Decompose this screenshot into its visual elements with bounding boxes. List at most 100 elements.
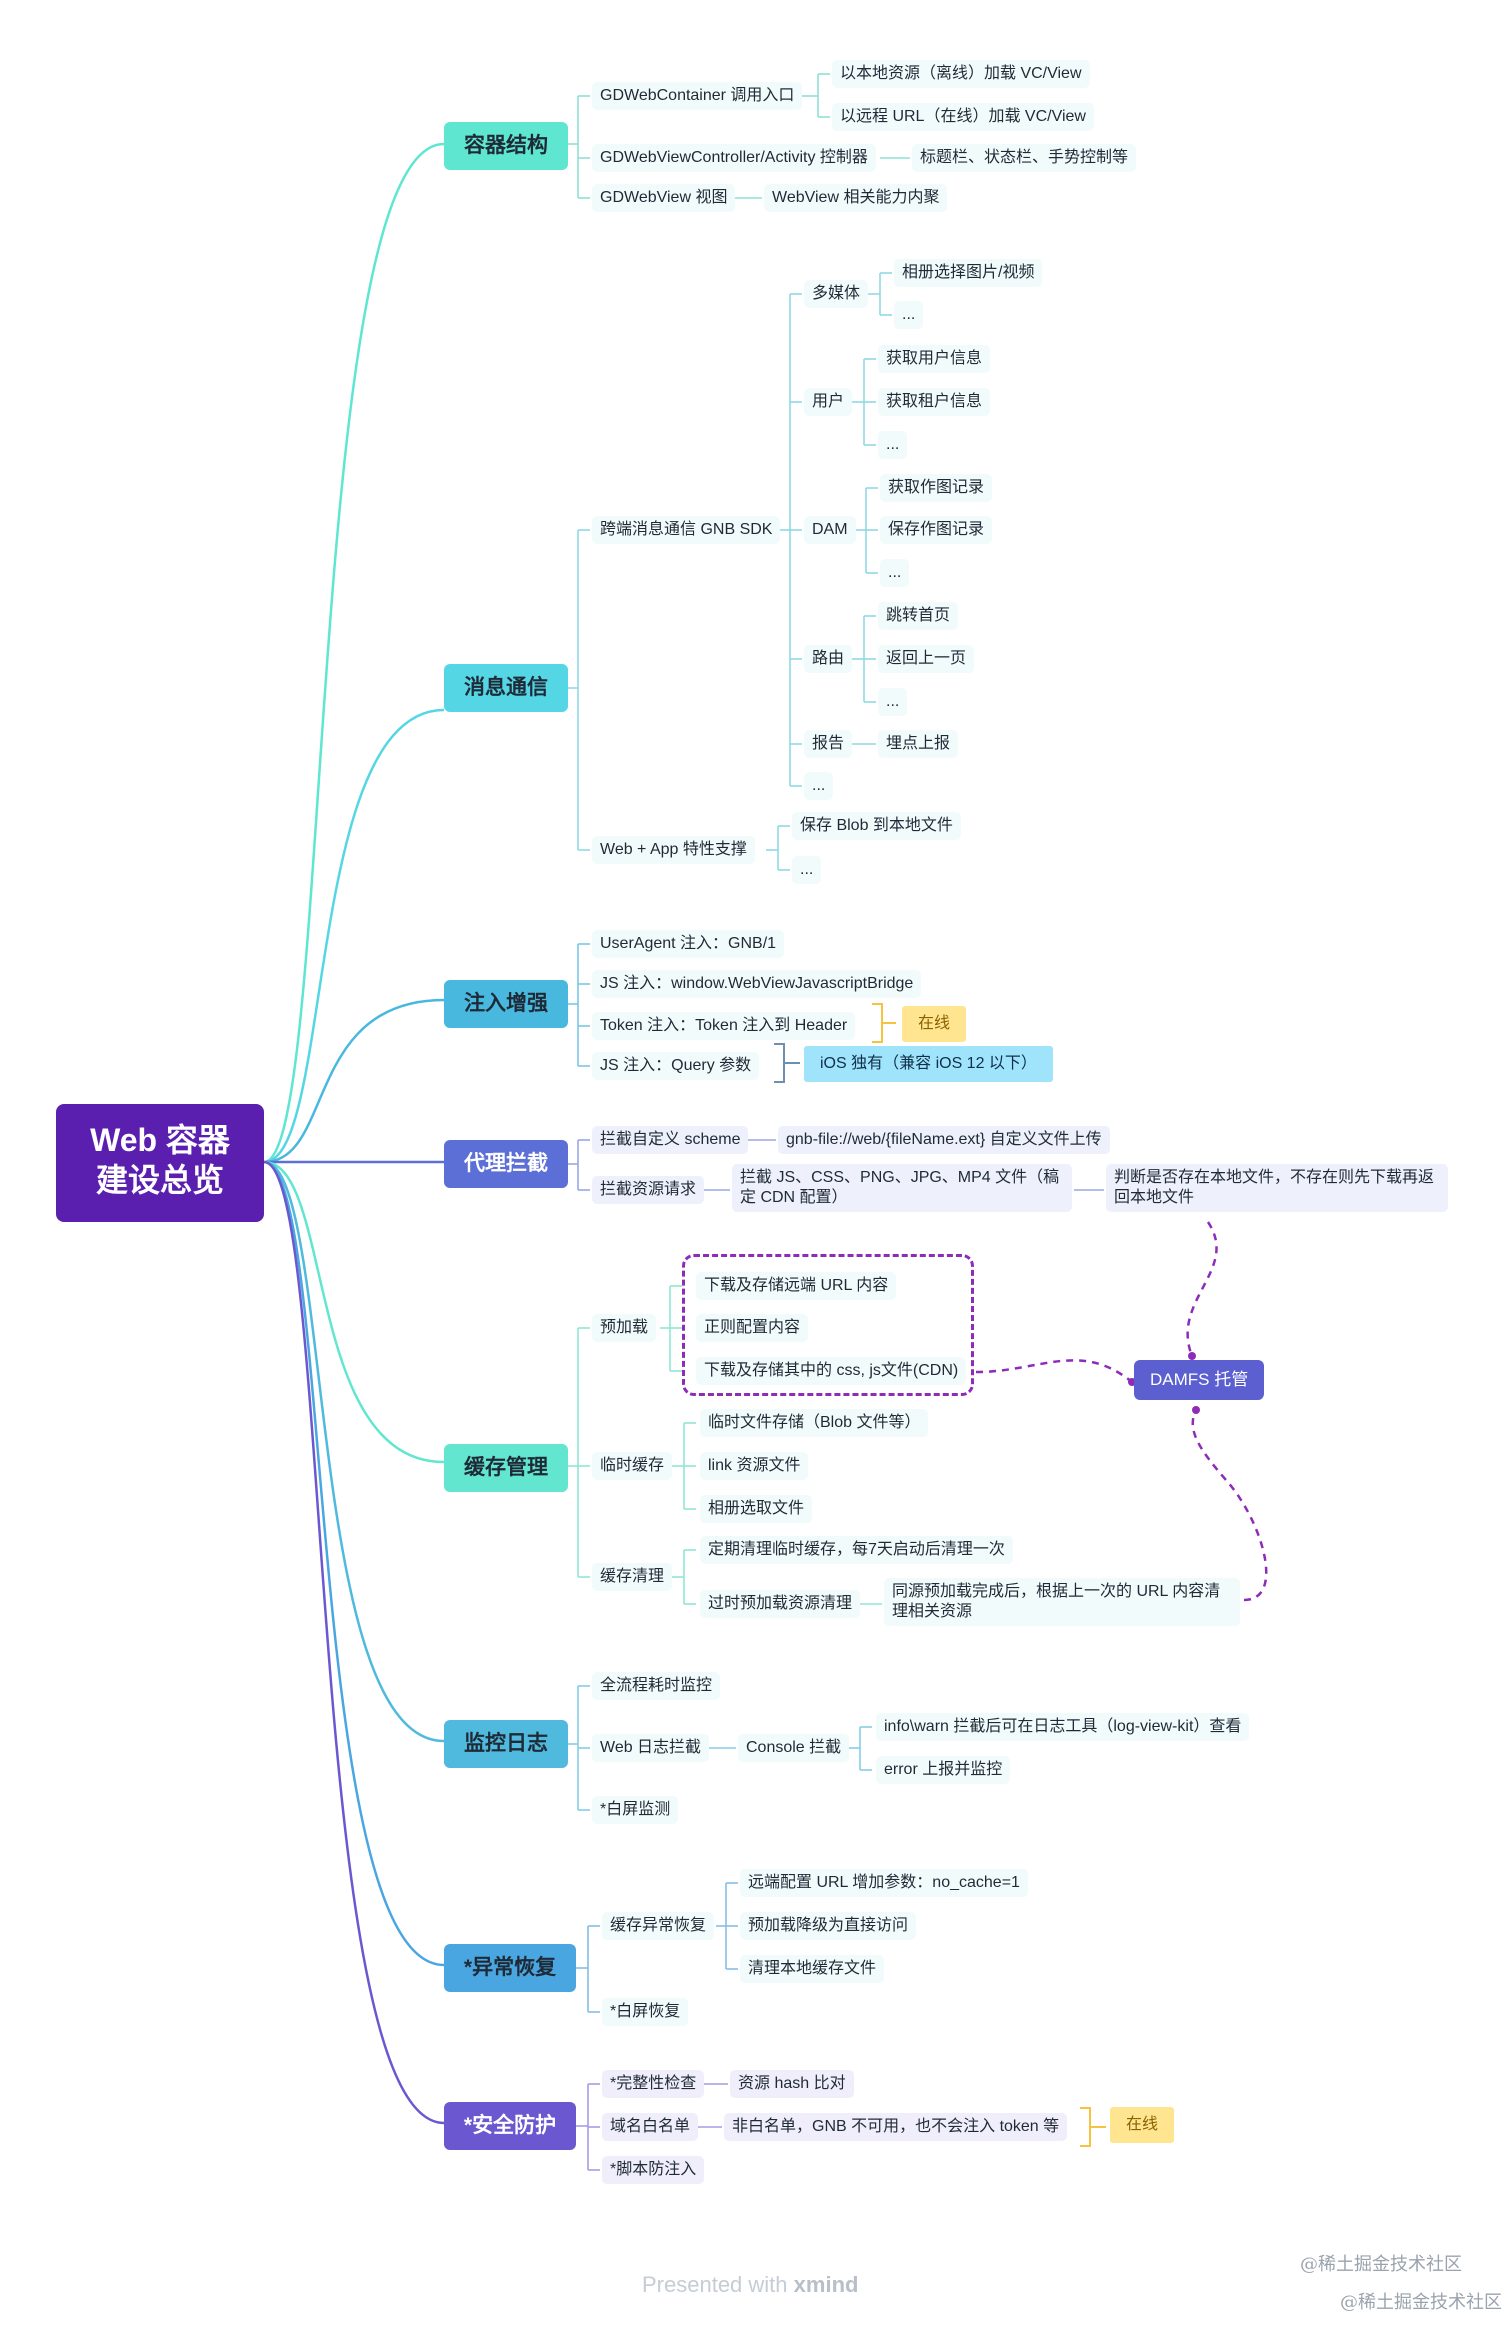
watermark-2: @稀土掘金技术社区 [1340, 2292, 1502, 2313]
node-script-inject[interactable]: *脚本防注入 [602, 2156, 705, 2184]
node-preload-3[interactable]: 下载及存储其中的 css, js文件(CDN) [696, 1357, 967, 1385]
branch-security[interactable]: *安全防护 [444, 2102, 576, 2150]
branch-container[interactable]: 容器结构 [444, 122, 568, 170]
node-preload-2[interactable]: 正则配置内容 [696, 1314, 809, 1342]
node-gdwebview[interactable]: GDWebView 视图 [592, 184, 736, 212]
root-connector-1 [263, 708, 445, 1164]
node-white-recovery[interactable]: *白屏恢复 [602, 1998, 689, 2026]
branch-cache[interactable]: 缓存管理 [444, 1444, 568, 1492]
branch-monitor[interactable]: 监控日志 [444, 1720, 568, 1768]
node-scheme[interactable]: 拦截自定义 scheme [592, 1126, 749, 1154]
node-integrity[interactable]: *完整性检查 [602, 2070, 705, 2098]
presented-with-footer: Presented with xmind [642, 2272, 858, 2298]
branch-proxy[interactable]: 代理拦截 [444, 1140, 568, 1188]
node-whitelist[interactable]: 域名白名单 [602, 2113, 699, 2141]
node-console-2[interactable]: error 上报并监控 [876, 1756, 1011, 1784]
online-badge: 在线 [902, 1006, 967, 1042]
node-webview-leaf[interactable]: WebView 相关能力内聚 [764, 184, 948, 212]
node-white-monitor[interactable]: *白屏监测 [592, 1796, 679, 1824]
node-integrity-leaf[interactable]: 资源 hash 比对 [730, 2070, 854, 2098]
node-scheme-leaf[interactable]: gnb-file://web/{fileName.ext} 自定义文件上传 [778, 1126, 1110, 1154]
node-route-1[interactable]: 跳转首页 [878, 602, 959, 630]
node-cache-err-3[interactable]: 清理本地缓存文件 [740, 1955, 885, 1983]
node-webapp[interactable]: Web + App 特性支撑 [592, 836, 755, 864]
root-node[interactable]: Web 容器 建设总览 [56, 1104, 264, 1222]
token-brace [872, 1003, 896, 1043]
damfs-arrow-1 [1188, 1352, 1196, 1360]
node-request-leaf[interactable]: 拦截 JS、CSS、PNG、JPG、MP4 文件（稿定 CDN 配置） [732, 1164, 1072, 1212]
root-connector-7 [263, 1160, 445, 2125]
node-gdwebcontainer[interactable]: GDWebContainer 调用入口 [592, 82, 803, 110]
node-user-3[interactable]: ... [878, 431, 908, 459]
node-gnb-sdk[interactable]: 跨端消息通信 GNB SDK [592, 516, 781, 544]
node-clean-2[interactable]: 过时预加载资源清理 [700, 1590, 861, 1618]
node-route[interactable]: 路由 [804, 645, 853, 673]
node-dam-2[interactable]: 保存作图记录 [880, 516, 993, 544]
node-whitelist-leaf[interactable]: 非白名单，GNB 不可用，也不会注入 token 等 [724, 2113, 1068, 2141]
online-badge-security: 在线 [1110, 2107, 1175, 2143]
node-sdk-more[interactable]: ... [804, 772, 834, 800]
node-console[interactable]: Console 拦截 [738, 1734, 850, 1762]
node-js-inject[interactable]: JS 注入：window.WebViewJavascriptBridge [592, 970, 922, 998]
node-local-load[interactable]: 以本地资源（离线）加载 VC/View [832, 60, 1090, 88]
root-connector-4 [263, 1160, 445, 1464]
damfs-node[interactable]: DAMFS 托管 [1134, 1360, 1265, 1400]
node-cache-err-2[interactable]: 预加载降级为直接访问 [740, 1912, 917, 1940]
node-remote-load[interactable]: 以远程 URL（在线）加载 VC/View [832, 103, 1094, 131]
node-request-leaf2[interactable]: 判断是否存在本地文件，不存在则先下载再返回本地文件 [1106, 1164, 1448, 1212]
node-controller[interactable]: GDWebViewController/Activity 控制器 [592, 144, 876, 172]
node-dam[interactable]: DAM [804, 516, 856, 544]
node-dam-3[interactable]: ... [880, 559, 910, 587]
node-media-1[interactable]: 相册选择图片/视频 [894, 259, 1043, 287]
node-preload-1[interactable]: 下载及存储远端 URL 内容 [696, 1272, 897, 1300]
clean-to-damfs [1191, 1409, 1268, 1602]
node-full-monitor[interactable]: 全流程耗时监控 [592, 1672, 721, 1700]
node-token-inject[interactable]: Token 注入：Token 注入到 Header [592, 1012, 856, 1040]
damfs-arrow-2 [1192, 1406, 1200, 1414]
node-ua-inject[interactable]: UserAgent 注入：GNB/1 [592, 930, 785, 958]
branch-inject[interactable]: 注入增强 [444, 980, 568, 1028]
ios-only-badge: iOS 独有（兼容 iOS 12 以下） [804, 1046, 1053, 1082]
node-webapp-2[interactable]: ... [792, 856, 822, 884]
node-media-2[interactable]: ... [894, 301, 924, 329]
root-connector-2 [263, 998, 445, 1164]
node-cache-clean[interactable]: 缓存清理 [592, 1563, 673, 1591]
watermark-1: @稀土掘金技术社区 [1300, 2254, 1462, 2275]
preload-dashed-box [682, 1254, 974, 1396]
node-clean-2-leaf[interactable]: 同源预加载完成后，根据上一次的 URL 内容清理相关资源 [884, 1578, 1240, 1626]
branch-recovery[interactable]: *异常恢复 [444, 1944, 576, 1992]
node-report-1[interactable]: 埋点上报 [878, 730, 959, 758]
root-connector-6 [263, 1160, 445, 1967]
xmind-logo: xmind [793, 2272, 859, 2297]
branch-message[interactable]: 消息通信 [444, 664, 568, 712]
node-cache-err[interactable]: 缓存异常恢复 [602, 1912, 715, 1940]
node-media[interactable]: 多媒体 [804, 280, 869, 308]
root-title: Web 容器 建设总览 [90, 1122, 230, 1198]
node-clean-1[interactable]: 定期清理临时缓存，每7天启动后清理一次 [700, 1536, 1013, 1564]
request-to-damfs [1186, 1221, 1218, 1357]
node-route-2[interactable]: 返回上一页 [878, 645, 975, 673]
node-controller-leaf[interactable]: 标题栏、状态栏、手势控制等 [912, 144, 1137, 172]
node-webapp-1[interactable]: 保存 Blob 到本地文件 [792, 812, 961, 840]
node-request[interactable]: 拦截资源请求 [592, 1176, 705, 1204]
node-query-inject[interactable]: JS 注入：Query 参数 [592, 1052, 760, 1080]
node-report[interactable]: 报告 [804, 730, 853, 758]
node-temp-3[interactable]: 相册选取文件 [700, 1495, 813, 1523]
node-console-1[interactable]: info\warn 拦截后可在日志工具（log-view-kit）查看 [876, 1713, 1250, 1741]
preload-to-damfs [975, 1359, 1133, 1383]
node-preload[interactable]: 预加载 [592, 1314, 657, 1342]
node-temp-2[interactable]: link 资源文件 [700, 1452, 809, 1480]
query-brace [774, 1043, 800, 1083]
node-route-3[interactable]: ... [878, 688, 908, 716]
node-user-1[interactable]: 获取用户信息 [878, 345, 991, 373]
node-user-2[interactable]: 获取租户信息 [878, 388, 991, 416]
node-cache-err-1[interactable]: 远端配置 URL 增加参数：no_cache=1 [740, 1869, 1028, 1897]
node-temp-cache[interactable]: 临时缓存 [592, 1452, 673, 1480]
node-dam-1[interactable]: 获取作图记录 [880, 474, 993, 502]
node-user[interactable]: 用户 [804, 388, 853, 416]
whitelist-brace [1080, 2107, 1106, 2147]
node-weblog[interactable]: Web 日志拦截 [592, 1734, 710, 1762]
node-temp-1[interactable]: 临时文件存储（Blob 文件等） [700, 1409, 929, 1437]
root-connector-5 [263, 1160, 445, 1743]
